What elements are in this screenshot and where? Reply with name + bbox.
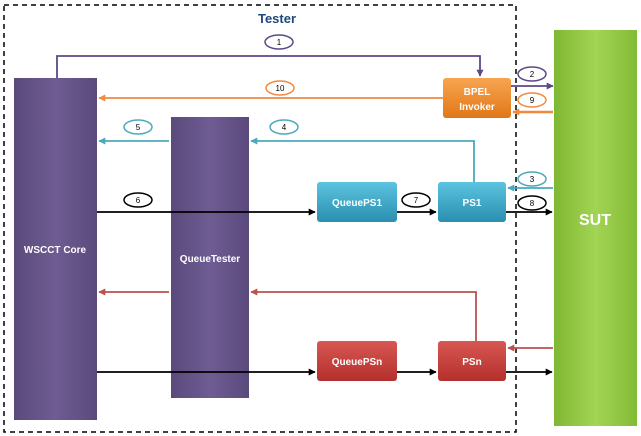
tester-boundary [3,4,517,433]
psn-block[interactable]: PSn [438,341,506,381]
step-badge-4: 4 [269,119,299,135]
svg-text:3: 3 [530,175,535,184]
svg-text:7: 7 [414,196,419,205]
step-badge-1: 1 [264,34,294,50]
step-badge-8: 8 [517,195,547,211]
svg-text:1: 1 [277,38,282,47]
tester-title: Tester [258,11,296,26]
step-badge-5: 5 [123,119,153,135]
queue-ps1-block[interactable]: QueuePS1 [317,182,397,222]
step-badge-3: 3 [517,171,547,187]
svg-text:8: 8 [530,199,535,208]
step-badge-9: 9 [517,92,547,108]
step-badge-2: 2 [517,66,547,82]
bpel-invoker-label-line1: BPEL [464,87,491,98]
wscct-core-block[interactable]: WSCCT Core [14,78,97,420]
arrow-1-core-to-bpel [56,55,484,78]
svg-text:9: 9 [530,96,535,105]
queue-ps1-label: QueuePS1 [332,198,382,209]
ps1-block[interactable]: PS1 [438,182,506,222]
ps1-label: PS1 [463,198,482,209]
queue-tester-block[interactable]: QueueTester [171,117,249,398]
step-badge-10: 10 [265,80,295,96]
sut-label: SUT [579,212,611,229]
sut-block[interactable]: SUT [554,30,637,426]
svg-text:5: 5 [136,123,141,132]
wscct-core-label: WSCCT Core [24,245,87,256]
bpel-invoker-label-line2: Invoker [459,102,495,113]
arrow-psn-to-queuetester [250,288,477,341]
step-badge-7: 7 [401,192,431,208]
svg-text:4: 4 [282,123,287,132]
queue-tester-label: QueueTester [180,254,240,265]
svg-text:10: 10 [276,84,285,93]
svg-text:6: 6 [136,196,141,205]
psn-label: PSn [462,357,481,368]
bpel-invoker-block[interactable]: BPEL Invoker [443,78,511,118]
queue-psn-block[interactable]: QueuePSn [317,341,397,381]
step-badge-6: 6 [123,192,153,208]
arrow-4-ps1-to-queuetester [250,137,475,182]
svg-text:2: 2 [530,70,535,79]
queue-psn-label: QueuePSn [332,357,383,368]
